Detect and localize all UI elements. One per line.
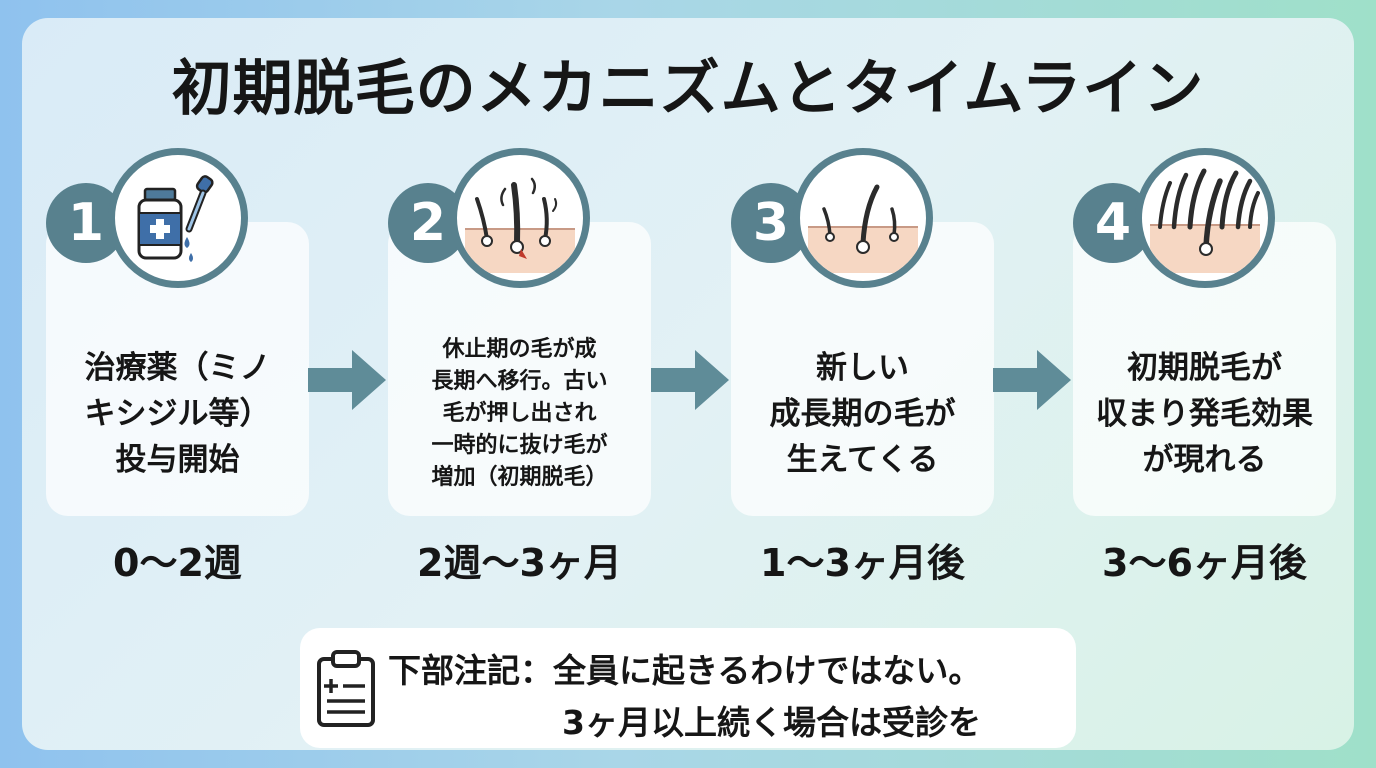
step-3-timeline: 1〜3ヶ月後 <box>760 541 965 585</box>
page-title: 初期脱毛のメカニズムとタイムライン <box>171 54 1205 124</box>
step-2-text: 休止期の毛が成 長期へ移行。古い 毛が押し出され 一時的に抜け毛が 増加（初期脱… <box>431 337 608 490</box>
step-3-icon-frame <box>793 148 933 288</box>
step-2-icon-frame <box>450 148 590 288</box>
arrow-right-icon <box>308 350 386 410</box>
arrow-right-icon <box>651 350 729 410</box>
note-line-1: 下部注記：全員に起きるわけではない。 <box>388 651 982 690</box>
step-1-icon-frame <box>108 148 248 288</box>
new-hair-growth-icon <box>808 184 918 273</box>
step-2-timeline: 2週〜3ヶ月 <box>417 541 622 585</box>
step-4-text: 初期脱毛が 収まり発毛効果 が現れる <box>1096 350 1313 478</box>
step-4-timeline: 3〜6ヶ月後 <box>1102 541 1307 585</box>
dense-hair-growth-icon <box>1150 168 1260 273</box>
step-card-3: 新しい 成長期の毛が 生えてくる <box>731 222 994 516</box>
medicine-bottle-dropper-icon <box>137 175 214 262</box>
note-line-2: 3ヶ月以上続く場合は受診を <box>562 703 981 742</box>
arrow-right-icon <box>993 350 1071 410</box>
bottom-note: 下部注記：全員に起きるわけではない。 3ヶ月以上続く場合は受診を <box>300 628 1076 748</box>
step-4-icon-frame <box>1135 148 1275 288</box>
hair-shedding-icon <box>465 177 575 273</box>
step-1-text: 治療薬（ミノ キシジル等） 投与開始 <box>84 350 271 478</box>
step-1-timeline: 0〜2週 <box>113 541 242 585</box>
clipboard-icon <box>317 650 375 727</box>
step-3-text: 新しい 成長期の毛が 生えてくる <box>769 350 956 478</box>
